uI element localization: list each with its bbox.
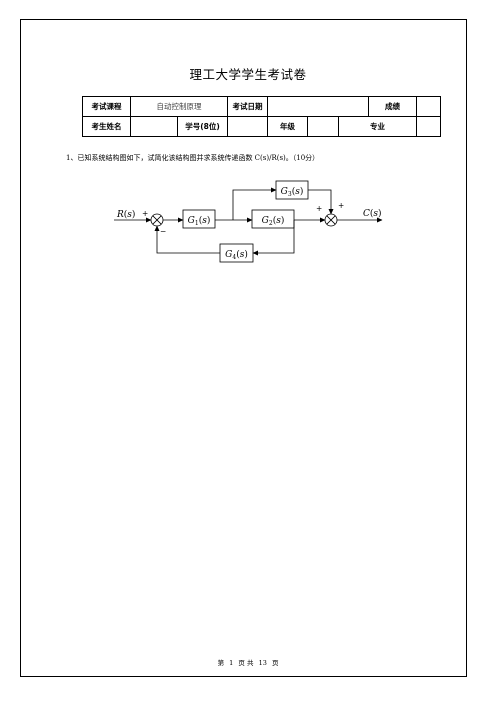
- footer-suffix: 页: [271, 659, 279, 667]
- summing-junction-1: [150, 213, 164, 227]
- page-border: [20, 19, 467, 677]
- info-row-2: 考生姓名 学号(8位) 年级 专业: [82, 116, 442, 137]
- exam-info-table: 考试课程 自动控制原理 考试日期 成绩 考生姓名 学号(8位) 年级 专业: [82, 96, 442, 137]
- block-g2-label: G2(s): [262, 215, 285, 227]
- major-label: 专业: [337, 116, 418, 137]
- input-signal-label: R(s): [116, 209, 135, 220]
- block-g3-label: G3(s): [281, 186, 304, 198]
- footer-middle: 页 共: [238, 659, 254, 667]
- branch-to-g3-line: [232, 187, 277, 220]
- summing-junction-2: [324, 213, 338, 227]
- g4-to-sum1-line: [154, 225, 220, 254]
- footer-prefix: 第: [217, 659, 225, 667]
- info-row-1: 考试课程 自动控制原理 考试日期 成绩: [82, 96, 442, 117]
- footer-current-page: 1: [229, 659, 234, 667]
- date-value: [266, 96, 370, 117]
- grade-label: 年级: [267, 116, 308, 137]
- date-label: 考试日期: [227, 96, 268, 117]
- question-1-text: 1、已知系统结构图如下，试简化该结构图并求系统传递函数 C(s)/R(s)。（1…: [66, 154, 320, 162]
- block-diagram: R(s) + − G1(s) G2(s) G3(s) + + C(s) G4(s…: [114, 180, 383, 263]
- id-value: [227, 116, 268, 137]
- score-label: 成绩: [368, 96, 418, 117]
- name-label: 考生姓名: [82, 116, 131, 137]
- block-g4-label: G4(s): [225, 249, 248, 261]
- g3-to-sum2-line: [308, 189, 334, 215]
- grade-value: [307, 116, 339, 137]
- sum2-top-sign: +: [338, 201, 344, 210]
- major-value: [416, 116, 442, 137]
- id-label: 学号(8位): [177, 116, 228, 137]
- sum1-input-sign: +: [142, 209, 148, 218]
- name-value: [130, 116, 178, 137]
- page-footer: 第 1 页 共 13 页: [0, 650, 496, 669]
- block-g2: [251, 209, 295, 229]
- course-label: 考试课程: [82, 96, 131, 117]
- course-value: 自动控制原理: [130, 96, 228, 117]
- sum2-left-sign: +: [316, 204, 322, 213]
- sum1-feedback-sign: −: [160, 227, 166, 236]
- footer-total-pages: 13: [258, 659, 267, 667]
- block-g1-label: G1(s): [188, 215, 211, 227]
- exam-title: 理工大学学生考试卷: [189, 67, 307, 82]
- score-value: [416, 96, 442, 117]
- output-signal-label: C(s): [363, 208, 382, 219]
- block-g1: [182, 209, 216, 229]
- feedback-to-g4-line: [252, 220, 295, 256]
